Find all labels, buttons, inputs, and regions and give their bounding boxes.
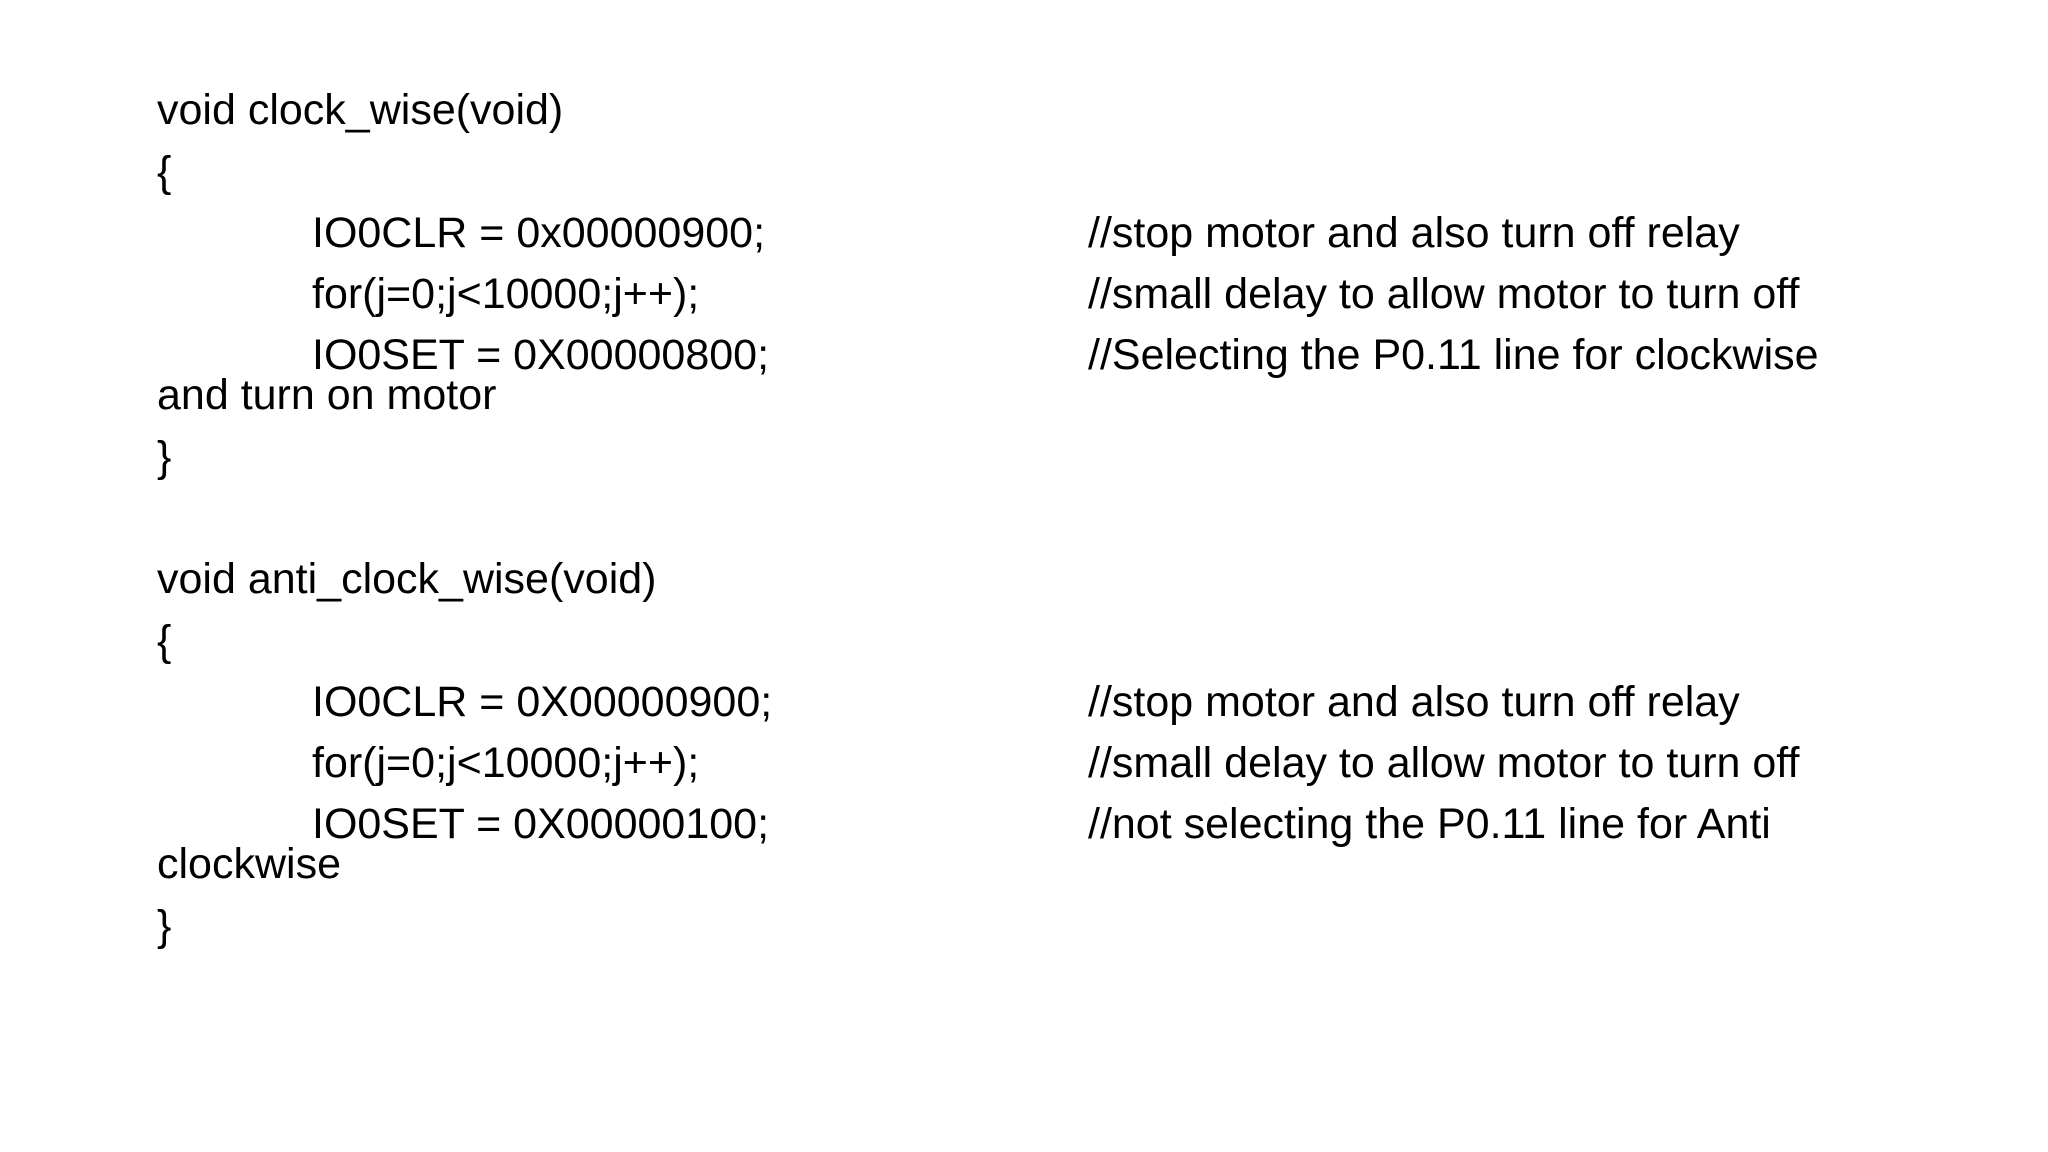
code-statement: IO0CLR = 0X00000900;: [312, 678, 773, 726]
function-signature-clock-wise: void clock_wise(void): [157, 86, 564, 134]
code-comment: //stop motor and also turn off relay: [1088, 209, 1740, 257]
close-brace: }: [157, 433, 172, 481]
open-brace: {: [157, 617, 172, 665]
code-comment: //not selecting the P0.11 line for Anti: [1088, 800, 1771, 848]
code-comment: //stop motor and also turn off relay: [1088, 678, 1740, 726]
function-signature-anti-clock-wise: void anti_clock_wise(void): [157, 555, 657, 603]
open-brace: {: [157, 148, 172, 196]
code-comment: //small delay to allow motor to turn off: [1088, 270, 1800, 318]
code-statement: IO0CLR = 0x00000900;: [312, 209, 766, 257]
code-comment: //small delay to allow motor to turn off: [1088, 739, 1800, 787]
comment-wrap: and turn on motor: [157, 371, 497, 419]
comment-wrap: clockwise: [157, 840, 341, 888]
code-statement: IO0SET = 0X00000100;: [312, 800, 770, 848]
close-brace: }: [157, 902, 172, 950]
code-comment: //Selecting the P0.11 line for clockwise: [1088, 331, 1819, 379]
code-statement: for(j=0;j<10000;j++);: [312, 739, 700, 787]
code-statement: IO0SET = 0X00000800;: [312, 331, 770, 379]
code-statement: for(j=0;j<10000;j++);: [312, 270, 700, 318]
